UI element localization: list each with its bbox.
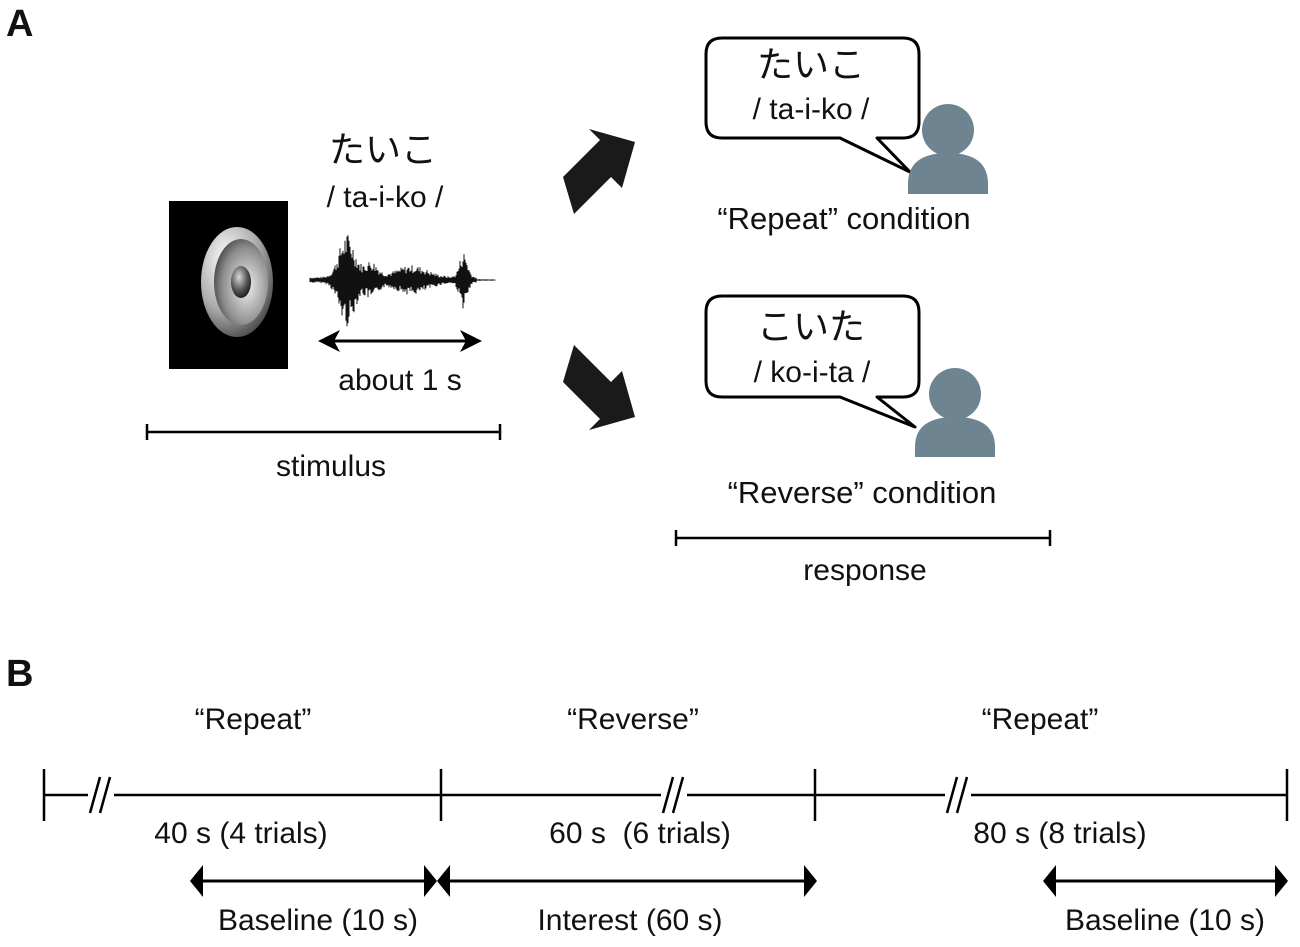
panel-b-label: B xyxy=(6,653,33,695)
block-2-condition: “Reverse” xyxy=(567,703,699,736)
stimulus-label: stimulus xyxy=(276,450,386,483)
baseline-1-arrow xyxy=(190,865,437,897)
block-3-condition: “Repeat” xyxy=(982,703,1099,736)
arrow-up-right-icon xyxy=(563,129,635,214)
baseline-2-label: Baseline (10 s) xyxy=(1065,904,1265,937)
block-3-duration: 80 s (8 trials) xyxy=(973,817,1146,850)
interest-arrow xyxy=(437,865,817,897)
arrow-down-right-icon xyxy=(563,345,635,430)
baseline-2-arrow xyxy=(1043,865,1288,897)
reverse-speech-bubble xyxy=(704,294,921,429)
panel-a-label: A xyxy=(6,3,33,45)
interest-label: Interest (60 s) xyxy=(537,904,722,937)
block-1-condition: “Repeat” xyxy=(195,703,312,736)
speaker-icon xyxy=(169,201,288,369)
repeat-speech-bubble xyxy=(704,36,921,174)
reverse-condition-label: “Reverse” condition xyxy=(728,475,997,510)
person-icon xyxy=(908,104,988,194)
stimulus-romaji: / ta-i-ko / xyxy=(327,181,444,214)
reverse-kana: こいた xyxy=(757,307,865,348)
duration-label: about 1 s xyxy=(338,364,461,397)
axis-break-icon xyxy=(945,776,971,814)
person-icon xyxy=(915,368,995,457)
duration-arrow xyxy=(318,330,482,352)
stimulus-kana: たいこ xyxy=(329,130,437,171)
block-2-duration: 60 s (6 trials) xyxy=(549,817,731,850)
response-label: response xyxy=(803,554,926,587)
waveform-trace xyxy=(309,235,496,327)
repeat-condition-label: “Repeat” condition xyxy=(717,201,970,236)
repeat-romaji: / ta-i-ko / xyxy=(753,93,870,126)
baseline-1-label: Baseline (10 s) xyxy=(218,904,418,937)
axis-break-icon xyxy=(88,776,114,814)
stimulus-bracket xyxy=(145,424,502,440)
reverse-romaji: / ko-i-ta / xyxy=(754,356,871,389)
axis-break-icon xyxy=(661,776,687,814)
audio-waveform xyxy=(309,235,496,327)
response-bracket xyxy=(674,530,1052,546)
block-1-duration: 40 s (4 trials) xyxy=(154,817,327,850)
repeat-kana: たいこ xyxy=(757,45,865,86)
